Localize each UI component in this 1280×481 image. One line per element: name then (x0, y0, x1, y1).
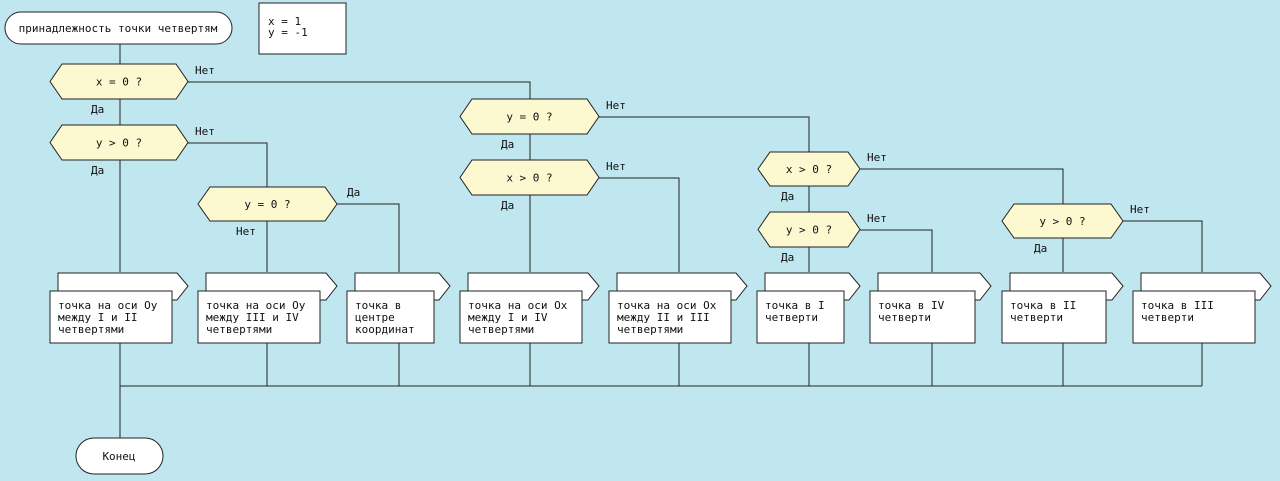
condition-text: y = 0 ? (506, 111, 552, 124)
decision-c1 (49, 63, 189, 100)
outcome-text: между I и II (58, 311, 137, 324)
outcome-text: точка в (355, 299, 401, 312)
outcome-block-o6 (756, 290, 845, 344)
outcome-text: четвертями (58, 323, 124, 336)
condition-text: y > 0 ? (96, 137, 142, 150)
flowchart-nodes: принадлежность точки четвертям x = 1y = -… (4, 2, 1272, 475)
outcome-text: четверти (1010, 311, 1063, 324)
outcome-text: точка на оси Ox (468, 299, 568, 312)
outcome-block-o9 (1132, 290, 1256, 344)
condition-text: y = 0 ? (244, 198, 290, 211)
decision-c2 (49, 124, 189, 161)
condition-text: x = 0 ? (96, 76, 142, 89)
outcome-block-o3 (346, 290, 435, 344)
outcome-text: между III и IV (206, 311, 299, 324)
decision-c6 (757, 151, 861, 187)
outcome-block-o2 (197, 290, 321, 344)
yes-label: Да (781, 251, 794, 264)
outcome-text: точка на оси Ox (617, 299, 717, 312)
outcome-block-o1 (49, 290, 173, 344)
outcome-text: четвертями (468, 323, 534, 336)
outcome-text: между II и III (617, 311, 710, 324)
end-label: Конец (102, 450, 135, 463)
no-label: Нет (867, 212, 887, 225)
no-label: Нет (606, 99, 626, 112)
yes-label: Да (501, 199, 514, 212)
outcome-text: координат (355, 323, 415, 336)
connector-line (599, 177, 680, 272)
no-label: Нет (195, 125, 215, 138)
connector-line (599, 116, 810, 152)
condition-text: y > 0 ? (1039, 215, 1085, 228)
yes-label: Да (1034, 242, 1047, 255)
input-line: y = -1 (268, 26, 308, 39)
condition-text: x > 0 ? (506, 172, 552, 185)
connector-line (188, 81, 531, 99)
no-label: Нет (867, 151, 887, 164)
outcome-text: точка в I (765, 299, 825, 312)
yes-label: Да (347, 186, 360, 199)
connector-line (860, 229, 933, 272)
outcome-text: точка в III (1141, 299, 1214, 312)
yes-label: Да (91, 164, 104, 177)
decision-c3 (197, 186, 338, 222)
condition-text: x > 0 ? (786, 163, 832, 176)
outcome-text: точка на оси Oy (58, 299, 158, 312)
decision-c7 (757, 211, 861, 248)
start-label: принадлежность точки четвертям (19, 22, 218, 35)
outcome-text: четвертями (206, 323, 272, 336)
yes-label: Да (91, 103, 104, 116)
decision-c8 (1001, 203, 1124, 239)
outcome-text: точка на оси Oy (206, 299, 306, 312)
outcome-text: точка в II (1010, 299, 1076, 312)
decision-c5 (459, 159, 600, 196)
outcome-block-o8 (1001, 290, 1107, 344)
input-line: x = 1 (268, 15, 301, 28)
end-terminal (75, 437, 164, 475)
outcome-block-o7 (869, 290, 976, 344)
yes-label: Да (501, 138, 514, 151)
connector-line (860, 168, 1064, 204)
no-label: Нет (195, 64, 215, 77)
input-block (258, 2, 347, 55)
no-label: Нет (606, 160, 626, 173)
outcome-text: четверти (1141, 311, 1194, 324)
outcome-block-o5 (608, 290, 732, 344)
connector-line (1123, 220, 1203, 272)
connector-line (188, 142, 268, 187)
outcome-text: четвертями (617, 323, 683, 336)
outcome-text: точка в IV (878, 299, 945, 312)
outcome-block-o4 (459, 290, 583, 344)
no-label: Нет (236, 225, 256, 238)
outcome-text: между I и IV (468, 311, 548, 324)
outcome-text: четверти (765, 311, 818, 324)
outcome-text: четверти (878, 311, 931, 324)
decision-c4 (459, 98, 600, 135)
connector-line (337, 203, 400, 272)
condition-text: y > 0 ? (786, 224, 832, 237)
connector-lines (119, 44, 1203, 438)
yes-label: Да (781, 190, 794, 203)
start-terminal (4, 11, 233, 45)
outcome-text: центре (355, 311, 395, 324)
no-label: Нет (1130, 203, 1150, 216)
